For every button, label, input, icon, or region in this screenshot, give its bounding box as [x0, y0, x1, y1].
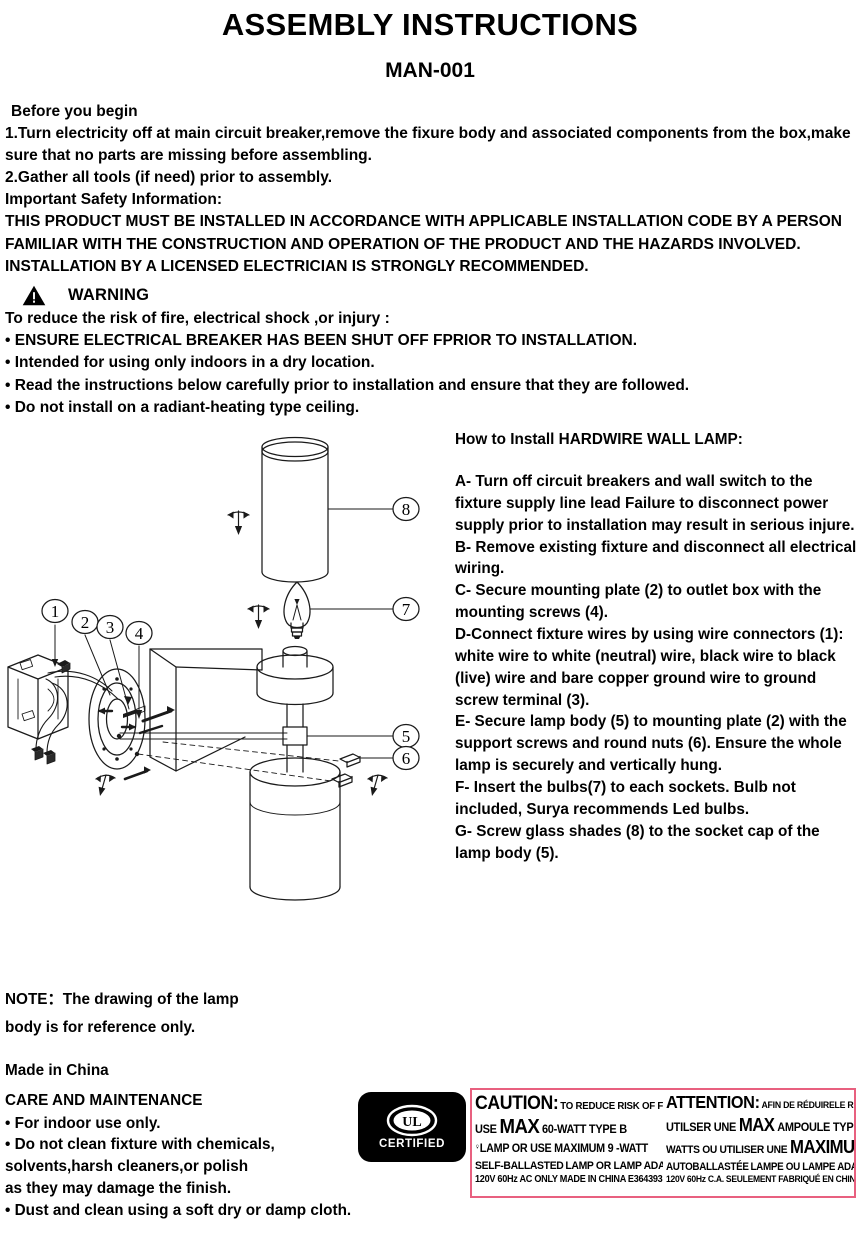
note-section: NOTE：The drawing of the lamp body is for… — [5, 986, 435, 1085]
caution-label-english: CAUTION: TO REDUCE RISK OF FIRE, USE MAX… — [472, 1090, 663, 1196]
install-step-d: D-Connect fixture wires by using wire co… — [455, 626, 844, 709]
attention-maximum-label: MAXIMUM — [790, 1136, 854, 1157]
glass-shade-part — [261, 437, 329, 583]
care-heading: CARE AND MAINTENANCE — [5, 1092, 203, 1109]
attention-line-4-b: LAMPE OU LAMPE ADAPTATEUR. — [750, 1160, 854, 1173]
ul-certified-text: CERTIFIED — [378, 1138, 446, 1150]
mounting-plate-part — [88, 668, 146, 770]
install-step-b: B- Remove existing fixture and disconnec… — [455, 538, 857, 578]
rotation-arrow-shade — [227, 510, 250, 536]
warning-header: WARNING — [0, 279, 860, 308]
safety-body: THIS PRODUCT MUST BE INSTALLED IN ACCORD… — [5, 213, 842, 276]
warning-label: WARNING — [68, 285, 150, 304]
callout-7: 7 — [402, 600, 411, 619]
warning-section: To reduce the risk of fire, electrical s… — [0, 308, 860, 420]
outlet-box-part — [7, 654, 69, 740]
ul-logo-icon: UL — [386, 1104, 438, 1137]
exploded-assembly-diagram: 1 2 3 4 5 6 7 8 — [0, 427, 450, 939]
screw-rotation-icon — [367, 774, 388, 797]
callout-4: 4 — [135, 624, 144, 643]
caution-line-1: TO REDUCE RISK OF FIRE, — [560, 1101, 663, 1112]
attention-use-label: UTILSER UNE — [666, 1119, 737, 1134]
caution-word: CAUTION: — [475, 1093, 559, 1114]
attention-line-4-a: AUTOBALLASTÉE — [666, 1160, 749, 1173]
attention-line-5: 120V 60Hz C.A. SEULEMENT FABRIQUÉ EN CHI… — [666, 1174, 854, 1185]
page-title: ASSEMBLY INSTRUCTIONS — [221, 7, 639, 42]
caution-use-label: USE — [475, 1122, 497, 1136]
before-you-begin-step-2: 2.Gather all tools (if need) prior to as… — [5, 169, 333, 187]
mounting-screw-parts — [123, 706, 175, 781]
rotation-arrow-bulb — [247, 604, 270, 630]
caution-wattage-type: 60-WATT TYPE B — [541, 1122, 627, 1136]
callout-3: 3 — [106, 618, 115, 637]
caution-line-4-a: SELF-BALLASTED — [475, 1159, 564, 1172]
caution-line-4-b: LAMP OR LAMP ADAPTER. — [565, 1159, 663, 1172]
warning-bullet-3: • Read the instructions below carefully … — [5, 376, 690, 394]
attention-word: ATTENTION: — [666, 1092, 760, 1112]
install-heading: How to Install HARDWIRE WALL LAMP: — [455, 431, 743, 449]
callout-8: 8 — [402, 500, 411, 519]
install-steps-section: How to Install HARDWIRE WALL LAMP: A- Tu… — [455, 429, 857, 864]
warning-bullet-4: • Do not install on a radiant-heating ty… — [5, 398, 360, 416]
callout-5: 5 — [402, 727, 411, 746]
warning-intro: To reduce the risk of fire, electrical s… — [5, 309, 390, 327]
wall-arm-part — [149, 648, 263, 772]
attention-line-3-a: WATTS OU UTILISER UNE — [666, 1143, 788, 1156]
support-rod-part — [282, 703, 308, 773]
bulb-icon — [476, 1144, 479, 1149]
install-step-g: G- Screw glass shades (8) to the socket … — [455, 822, 820, 862]
svg-text:UL: UL — [402, 1115, 421, 1130]
install-step-a: A- Turn off circuit breakers and wall sw… — [455, 473, 855, 534]
warning-bullet-2: • Intended for using only indoors in a d… — [5, 354, 375, 372]
install-step-c: C- Secure mounting plate (2) to outlet b… — [455, 582, 822, 622]
before-you-begin-heading: Before you begin — [11, 103, 138, 121]
safety-heading: Important Safety Information: — [5, 191, 223, 209]
callout-1: 1 — [51, 602, 60, 621]
attention-line-1: AFIN DE RÉDUIRELE RISQUE D'INCENDE, — [761, 1099, 854, 1110]
caution-warning-label: CAUTION: TO REDUCE RISK OF FIRE, USE MAX… — [470, 1088, 856, 1198]
diagram-and-steps: 1 2 3 4 5 6 7 8 How to Install HARDWIRE … — [0, 427, 860, 947]
install-step-e: E- Secure lamp body (5) to mounting plat… — [455, 713, 847, 775]
before-you-begin-section: Before you begin 1.Turn electricity off … — [0, 101, 860, 189]
warning-bullet-1: • ENSURE ELECTRICAL BREAKER HAS BEEN SHU… — [5, 331, 638, 349]
attention-bulb-type: AMPOULE TYPE B — [777, 1119, 854, 1134]
before-you-begin-step-1: 1.Turn electricity off at main circuit b… — [5, 125, 851, 165]
caution-line-5: 120V 60Hz AC ONLY MADE IN CHINA E364393 — [475, 1173, 663, 1185]
wire-connector-parts — [31, 660, 71, 765]
care-bullet-2-cont-2: as they may damage the finish. — [5, 1179, 232, 1197]
made-in-label: Made in China — [5, 1061, 109, 1079]
socket-cup-part — [256, 646, 334, 706]
callout-6: 6 — [402, 749, 411, 768]
warning-triangle-icon — [22, 285, 46, 305]
care-bullet-1: • For indoor use only. — [5, 1114, 161, 1132]
bulb-part — [283, 581, 311, 640]
lamp-body-part — [249, 757, 341, 901]
fixture-wires — [35, 670, 119, 754]
ul-certified-badge: UL CERTIFIED — [358, 1092, 466, 1162]
instruction-sheet: ASSEMBLY INSTRUCTIONS MAN-001 Before you… — [0, 7, 860, 1233]
care-bullet-3: • Dust and clean using a soft dry or dam… — [5, 1201, 352, 1219]
safety-section: Important Safety Information: THIS PRODU… — [0, 189, 860, 278]
caution-max-label: MAX — [499, 1116, 540, 1138]
caution-label-french: ATTENTION: AFIN DE RÉDUIRELE RISQUE D'IN… — [663, 1090, 854, 1196]
note-line-1: NOTE：The drawing of the lamp — [5, 991, 239, 1008]
care-maintenance-section: CARE AND MAINTENANCE • For indoor use on… — [5, 1090, 405, 1221]
care-bullet-2-cont-1: solvents,harsh cleaners,or polish — [5, 1158, 249, 1176]
attention-max-label: MAX — [738, 1114, 775, 1135]
screw-rotation-icon-plate — [95, 774, 116, 797]
care-bullet-2: • Do not clean fixture with chemicals, — [5, 1136, 275, 1154]
caution-line-3: LAMP OR USE MAXIMUM 9 -WATT — [479, 1142, 648, 1155]
install-step-f: F- Insert the bulbs(7) to each sockets. … — [455, 779, 796, 818]
model-number: MAN-001 — [385, 59, 475, 83]
callout-2: 2 — [81, 613, 90, 632]
note-line-2: body is for reference only. — [5, 1019, 196, 1037]
support-screw-nut-parts — [116, 732, 361, 788]
assembly-drawing: 1 2 3 4 5 6 7 8 — [7, 437, 420, 901]
